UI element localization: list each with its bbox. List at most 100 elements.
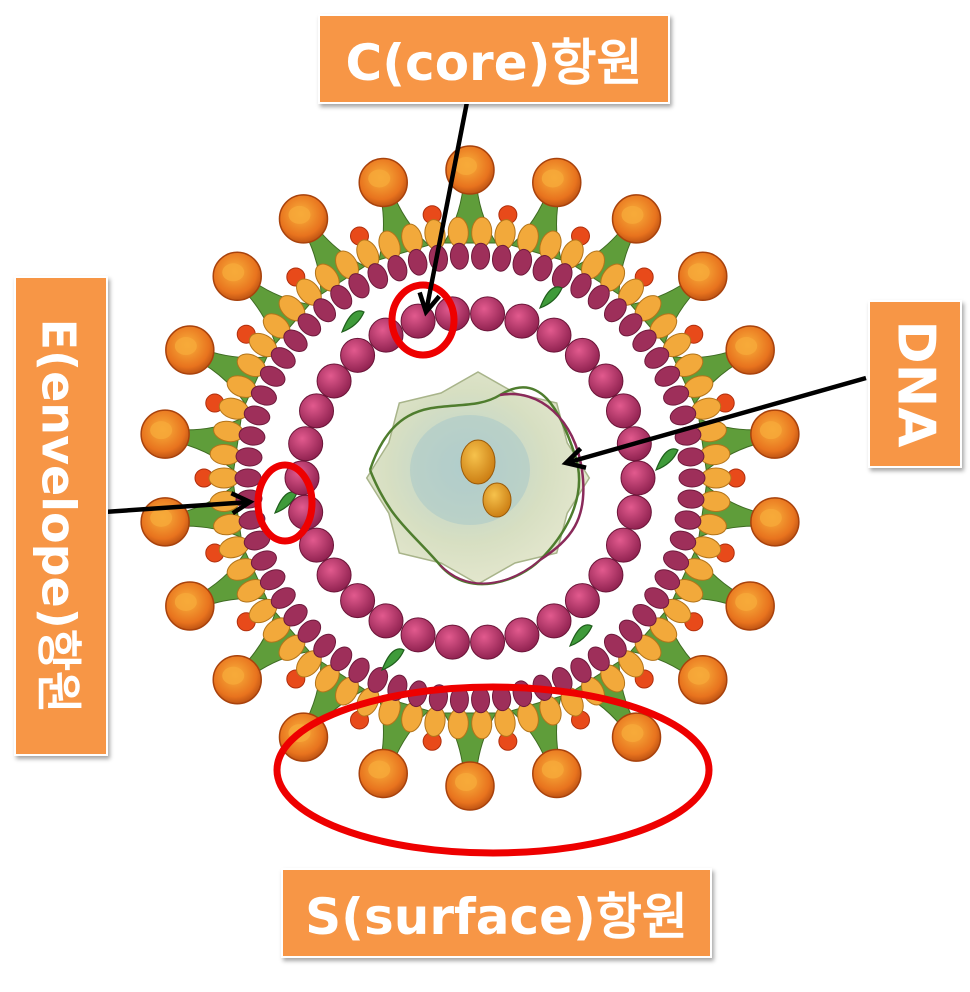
core-ring: [284, 296, 656, 660]
envelope-inner-bead: [618, 313, 643, 337]
surface-antigen-text: S(surface)항원: [305, 888, 688, 946]
spike-head-highlight: [541, 169, 564, 188]
envelope-highlight-circle: [254, 461, 316, 545]
spike-head-highlight: [368, 760, 391, 779]
envelope-arrow: [103, 499, 251, 515]
spike-head-highlight: [150, 508, 173, 527]
core-protein-bead-icon: [564, 337, 600, 373]
surface-antigen-label: S(surface)항원: [281, 868, 712, 958]
envelope-protein-triangle-icon: [654, 448, 679, 472]
spike-head-highlight: [174, 592, 197, 611]
envelope-inner-bead: [669, 530, 697, 551]
envelope-inner-bead: [669, 405, 697, 426]
envelope-inner-bead: [644, 587, 670, 609]
spike-head-highlight: [222, 263, 245, 282]
envelope-inner-bead: [632, 329, 657, 352]
envelope-inner-bead: [644, 347, 670, 369]
envelope-inner-bead: [297, 313, 322, 337]
envelope-inner-bead: [663, 385, 690, 406]
core-protein-bead-icon: [316, 363, 352, 399]
envelope-inner-bead: [587, 284, 610, 310]
envelope-inner-bead: [234, 468, 262, 488]
spike-head-highlight: [759, 508, 782, 527]
envelope-inner-bead: [330, 284, 353, 310]
core-protein-bead-icon: [288, 426, 324, 462]
spike-head-highlight: [621, 724, 644, 743]
envelope-inner-bead: [270, 347, 296, 369]
core-protein-bead-icon: [434, 624, 470, 660]
envelope-inner-bead: [677, 489, 705, 509]
dna-core: [365, 371, 591, 586]
spike-head-highlight: [759, 421, 782, 440]
envelope-inner-bead: [243, 405, 271, 426]
envelope-inner-bead: [367, 263, 389, 289]
spike-head-highlight: [735, 592, 758, 611]
core-protein-bead-icon: [340, 583, 376, 619]
core-protein-bead-icon: [564, 583, 600, 619]
spike-head-highlight: [687, 263, 710, 282]
envelope-protein-triangle-icon: [380, 648, 405, 672]
core-protein-bead-icon: [470, 624, 506, 660]
envelope-inner-bead: [313, 633, 337, 658]
envelope-inner-bead: [618, 619, 643, 643]
spike-head-highlight: [222, 666, 245, 685]
envelope-inner-bead: [250, 385, 277, 406]
envelope-inner-bead: [678, 468, 706, 488]
polymerase-blob: [460, 439, 496, 485]
envelope-inner-bead: [238, 426, 266, 446]
envelope-inner-bead: [250, 550, 277, 571]
envelope-inner-bead: [259, 365, 286, 387]
envelope-inner-bead: [348, 273, 370, 299]
envelope-protein-triangle-icon: [538, 286, 563, 310]
core-arrow-head: [417, 291, 441, 317]
envelope-inner-bead: [677, 447, 705, 467]
envelope-inner-bead: [313, 298, 337, 323]
envelope-inner-bead: [449, 242, 469, 270]
core-protein-bead-icon: [400, 617, 436, 653]
surface-highlight-ellipse: [273, 683, 713, 857]
core-protein-bead-icon: [588, 557, 624, 593]
spike-head-highlight: [541, 760, 564, 779]
core-protein-bead-icon: [504, 617, 540, 653]
envelope-inner-bead: [407, 248, 428, 276]
envelope-inner-bead: [512, 248, 533, 276]
core-protein-bead-icon: [620, 460, 656, 496]
envelope-proteins: [273, 286, 679, 672]
envelope-inner-bead: [587, 646, 610, 672]
envelope-inner-bead: [387, 255, 408, 282]
core-antigen-text: C(core)항원: [345, 34, 643, 92]
spike-head-highlight: [687, 666, 710, 685]
spike-head-highlight: [455, 773, 477, 791]
core-protein-bead-icon: [299, 527, 335, 563]
envelope-inner-bead: [330, 646, 353, 672]
core-protein-bead-icon: [340, 337, 376, 373]
dna-strand-purple-2: [439, 559, 541, 585]
envelope-arrow-head: [230, 491, 255, 516]
core-protein-bead-icon: [316, 557, 352, 593]
core-protein-bead-icon: [504, 303, 540, 339]
polymerase-blob: [482, 482, 512, 518]
core-protein-bead-icon: [616, 494, 652, 530]
envelope-inner-bead: [471, 242, 491, 270]
envelope-ring: [208, 216, 732, 740]
envelope-inner-bead: [283, 604, 308, 627]
core-protein-bead-icon: [536, 603, 572, 639]
envelope-inner-bead: [235, 447, 263, 467]
annotations: [103, 101, 867, 857]
envelope-protein-triangle-icon: [340, 310, 365, 334]
spike-head-highlight: [150, 421, 173, 440]
dna-label: DNA: [868, 300, 962, 468]
core-protein-bead-icon: [368, 603, 404, 639]
dna-arrow-head: [561, 446, 587, 470]
envelope-inner-bead: [570, 657, 592, 683]
core-protein-bead-icon: [299, 393, 335, 429]
envelope-inner-bead: [603, 298, 627, 323]
envelope-inner-bead: [283, 329, 308, 352]
dna-strand-purple: [499, 392, 585, 562]
spike-head-highlight: [735, 337, 758, 356]
envelope-inner-bead: [654, 365, 681, 387]
core-protein-bead-icon: [588, 363, 624, 399]
core-protein-bead-icon: [470, 296, 506, 332]
